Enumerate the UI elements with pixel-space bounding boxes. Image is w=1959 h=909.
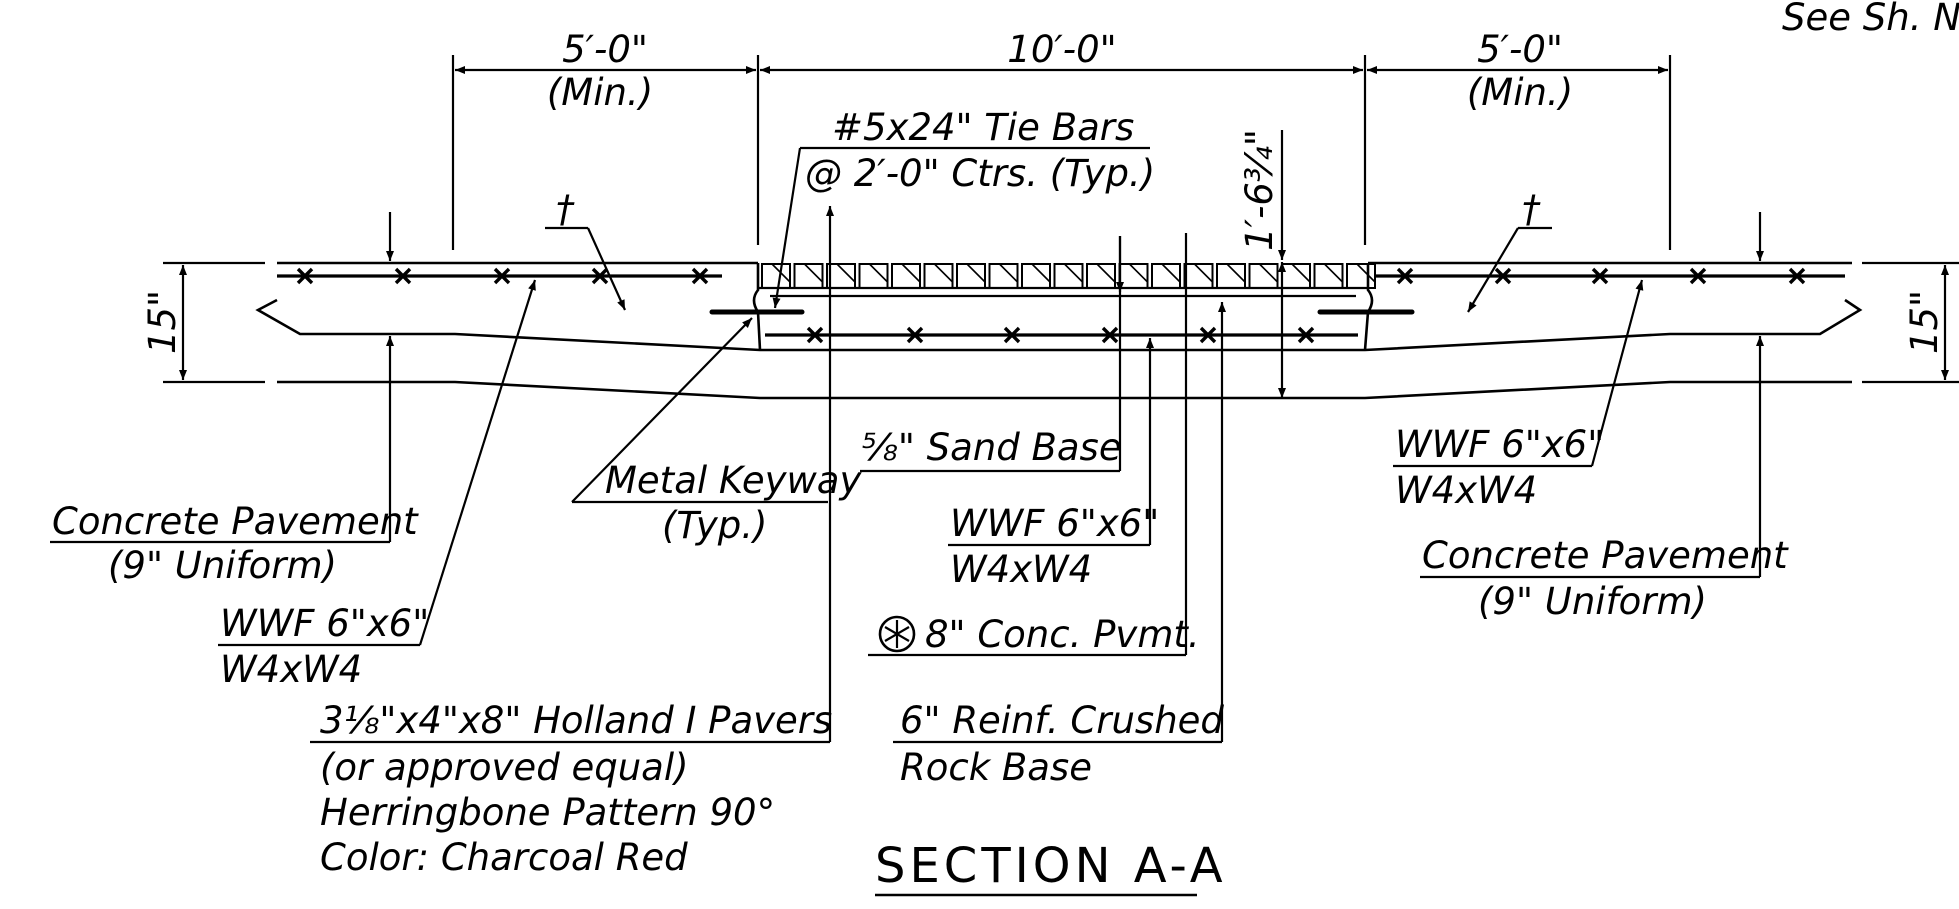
paver-hatch [966,263,986,283]
wire-cross-mark [394,267,412,285]
label-wwf-center-2: W4xW4 [950,548,1092,591]
paver-block [826,263,856,289]
paver-hatch [1161,263,1181,283]
paver-hatch [1356,263,1376,283]
paver-blocks [761,263,1376,289]
paver-block [1183,263,1214,289]
tie-bars-leader [772,146,1150,309]
section-title: SECTION A-A [875,838,1227,894]
pavement-outline [255,261,1863,400]
sheet-reference: See Sh. No [1782,0,1959,39]
dim-left-note: (Min.) [547,71,653,114]
label-conc-left-2: (9" Uniform) [108,544,337,587]
wire-cross-mark [591,267,609,285]
label-sand-base: ⅝" Sand Base [862,426,1122,469]
wire-cross-mark [493,267,511,285]
dim-left-thickness: 15" [141,290,184,354]
wire-cross-mark [1396,267,1414,285]
dim-depth: 1′-6¾" [1238,129,1281,251]
label-pavers-1: 3⅛"x4"x8" Holland I Pavers [320,699,832,742]
label-conc-left-1: Concrete Pavement [52,500,419,543]
paver-block [761,263,791,289]
label-pavers-3: Herringbone Pattern 90° [320,791,775,834]
dagger-right: † [1522,188,1541,231]
paver-hatch [868,263,889,283]
paver-block [1313,263,1344,289]
label-wwf-left-1: WWF 6"x6" [220,602,429,645]
paver-block [1053,263,1084,289]
left-thickness-dimension [163,261,265,384]
paver-hatch [933,263,954,283]
wire-cross-mark [1591,267,1609,285]
wire-cross-mark [1199,326,1217,344]
paver-block [793,263,824,289]
paver-block [1086,263,1116,289]
label-wwf-left-2: W4xW4 [220,648,362,691]
paver-hatch [1096,263,1116,283]
wire-cross-mark [806,326,824,344]
label-pavers-2: (or approved equal) [320,746,689,789]
label-conc-right-2: (9" Uniform) [1478,580,1707,623]
wire-cross-mark [296,267,314,285]
paver-hatch [1063,263,1084,283]
label-rock-base-2: Rock Base [900,746,1092,789]
label-wwf-center-1: WWF 6"x6" [950,502,1159,545]
paver-hatch [998,263,1019,283]
paver-hatch [1291,263,1311,283]
wire-cross-mark [1297,326,1315,344]
dim-right-width: 5′-0" [1477,28,1563,71]
label-wwf-right-2: W4xW4 [1395,469,1537,512]
paver-hatch [1031,263,1051,283]
tie-bars-line1: #5x24" Tie Bars [832,106,1134,149]
wire-cross-mark [1788,267,1806,285]
wire-cross-mark [1003,326,1021,344]
label-rock-base-1: 6" Reinf. Crushed [900,699,1224,742]
paver-hatch [1193,263,1214,283]
paver-block [858,263,889,289]
paver-block [1216,263,1246,289]
paver-hatch [901,263,921,283]
top-dimensions [451,55,1672,250]
dim-right-thickness: 15" [1903,290,1946,354]
paver-hatch [1323,263,1344,283]
label-keyway-1: Metal Keyway [605,459,862,502]
paver-block [956,263,986,289]
paver-block [1248,263,1279,289]
paver-hatch [836,263,856,283]
asterisk-circle-icon [878,615,916,653]
reinforcement [277,274,1845,337]
paver-block [1151,263,1181,289]
paver-hatch [1226,263,1246,283]
dagger-leader-right [1467,226,1552,313]
leaders [50,206,1764,744]
dagger-left: † [556,188,575,231]
paver-block [891,263,921,289]
dagger-leader-left [545,226,627,311]
wire-crosses [296,267,1806,344]
dim-right-note: (Min.) [1467,71,1573,114]
label-conc-right-1: Concrete Pavement [1422,534,1789,577]
wire-cross-mark [1494,267,1512,285]
dim-center-width: 10′-0" [1007,28,1116,71]
wire-cross-mark [906,326,924,344]
dim-left-width: 5′-0" [562,28,648,71]
paver-block [923,263,954,289]
label-pavers-4: Color: Charcoal Red [320,836,688,879]
tie-bars-line2: @ 2′-0" Ctrs. (Typ.) [805,152,1155,195]
wire-cross-mark [1101,326,1119,344]
paver-block [988,263,1019,289]
paver-block [1021,263,1051,289]
wire-cross-mark [691,267,709,285]
label-conc-pvmt: 8" Conc. Pvmt. [925,613,1200,656]
wire-cross-mark [1689,267,1707,285]
label-wwf-right-1: WWF 6"x6" [1395,423,1604,466]
paver-hatch [1128,263,1149,283]
paver-hatch [803,263,824,283]
right-thickness-dimension [1862,261,1959,384]
paver-hatch [1258,263,1279,283]
label-keyway-2: (Typ.) [662,504,767,547]
